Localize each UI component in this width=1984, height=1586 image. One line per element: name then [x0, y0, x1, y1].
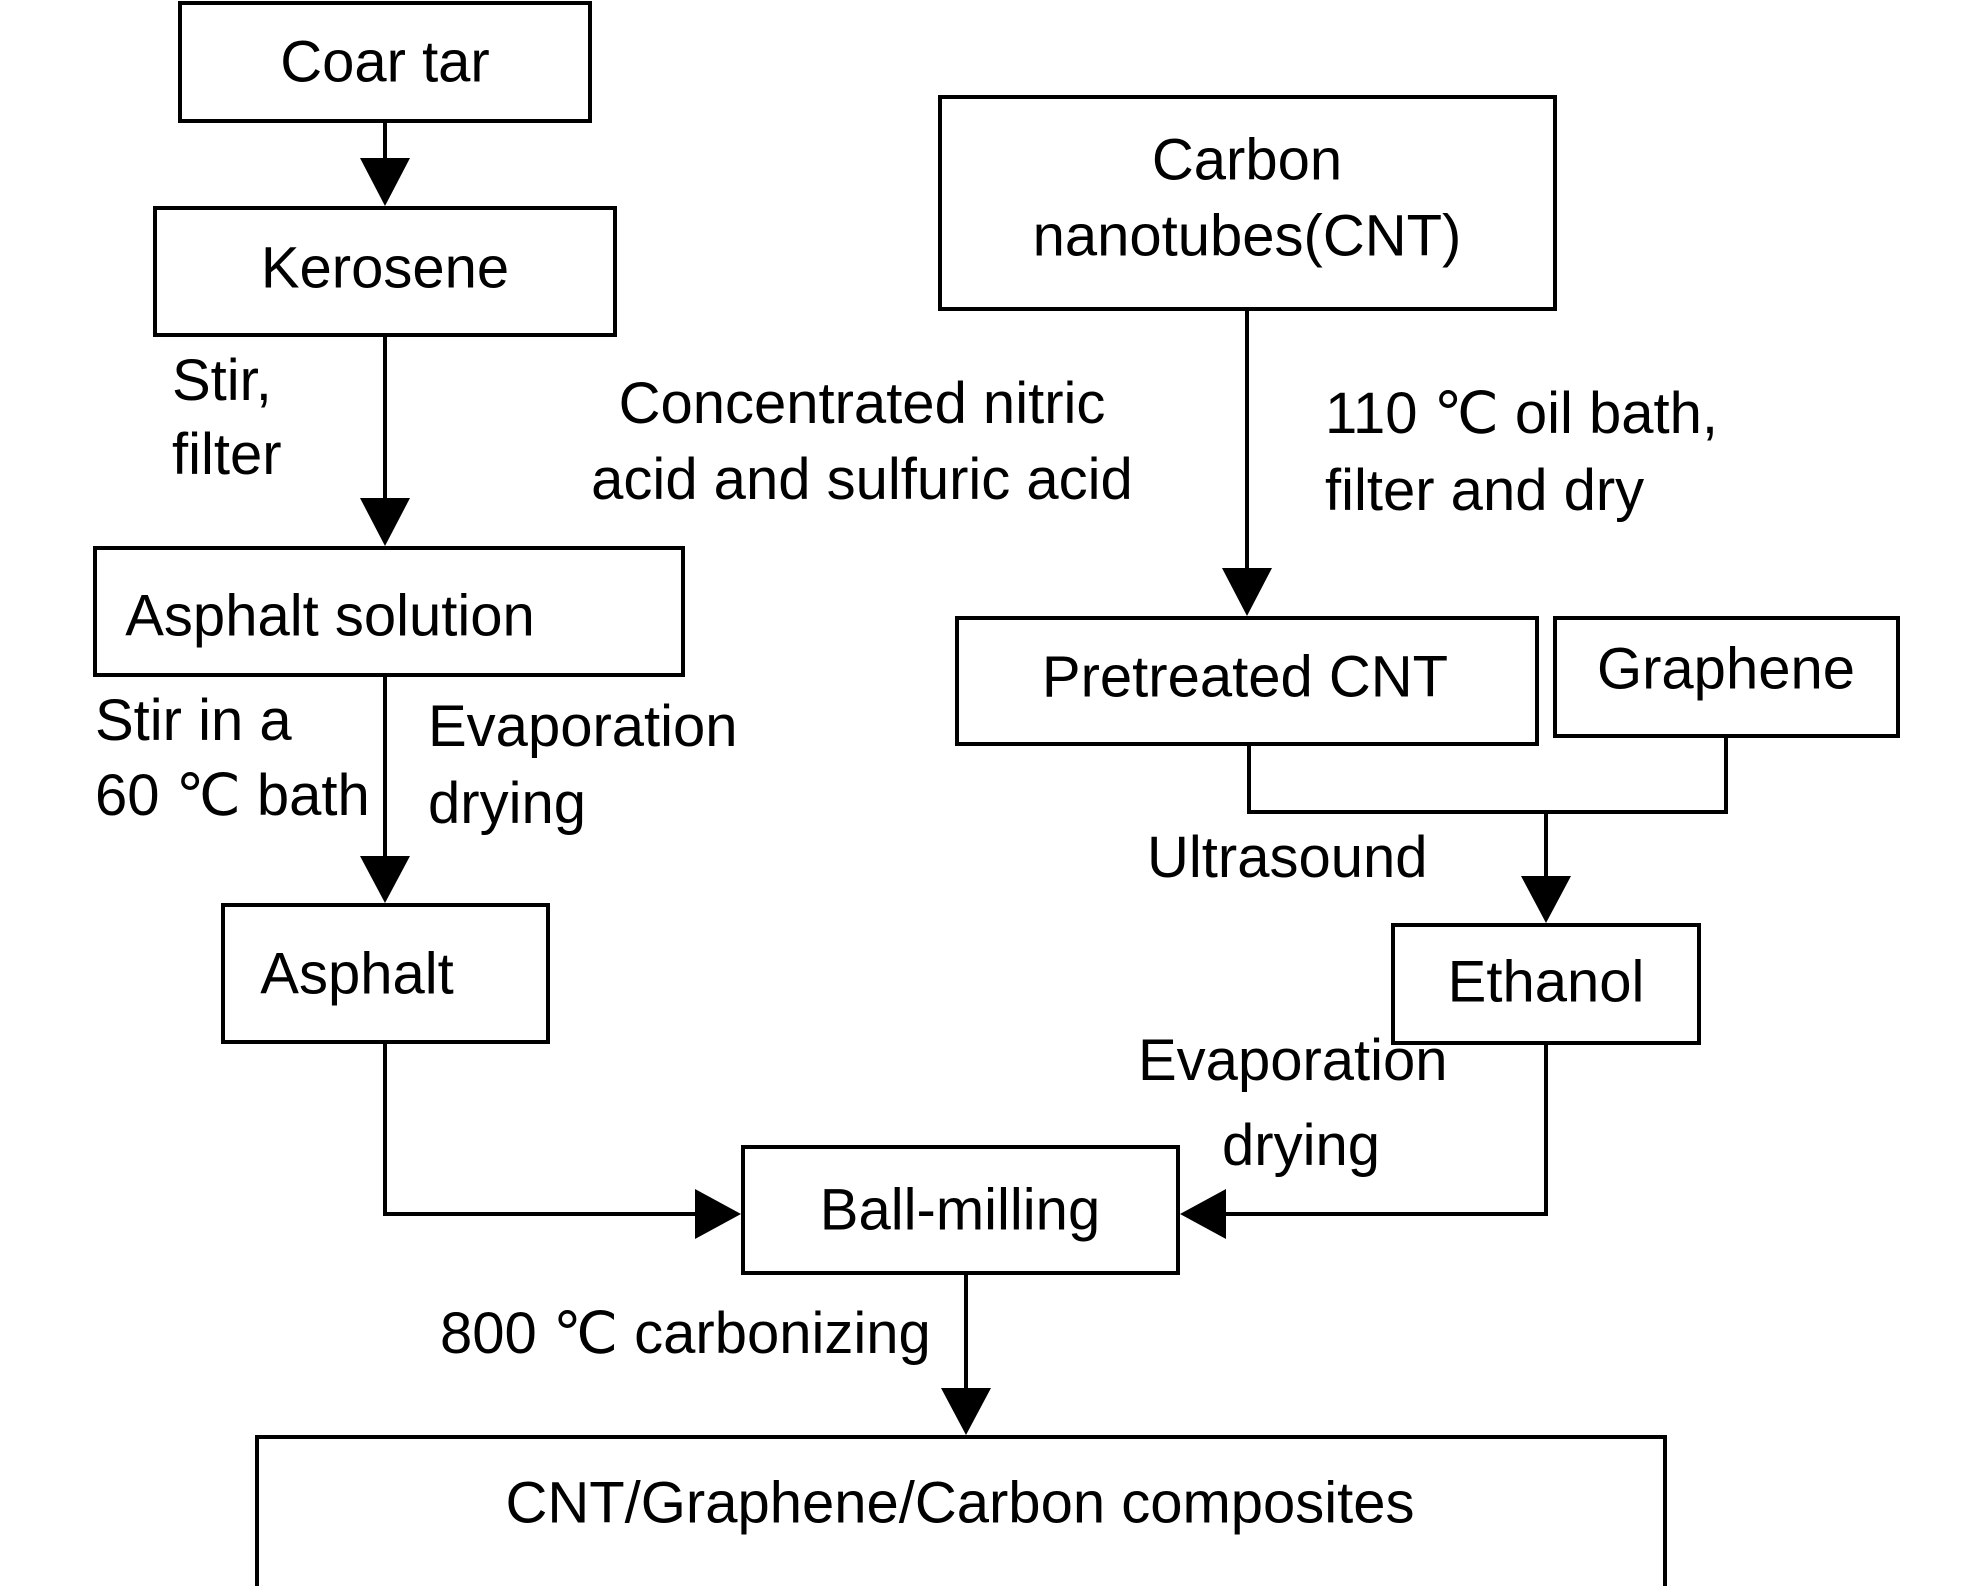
- node-composites: CNT/Graphene/Carbon composites: [255, 1435, 1667, 1586]
- node-ball-milling: Ball-milling: [741, 1145, 1180, 1275]
- label-acid-line1: Concentrated nitric: [619, 371, 1106, 436]
- node-cnt: Carbon nanotubes(CNT): [938, 95, 1557, 311]
- label-stir-bath-line2: 60 ℃ bath: [95, 763, 370, 828]
- node-graphene: Graphene: [1553, 616, 1900, 738]
- node-ethanol-label: Ethanol: [1448, 949, 1645, 1014]
- node-coal-tar: Coar tar: [178, 1, 592, 123]
- edge-asphalt-solution-to-asphalt: [360, 675, 410, 903]
- node-ethanol: Ethanol: [1391, 923, 1701, 1045]
- label-stir-filter: Stir, filter: [172, 348, 282, 487]
- label-stir-bath-line1: Stir in a: [95, 688, 292, 753]
- label-evaporation-left-line1: Evaporation: [428, 694, 738, 759]
- node-cnt-label-line1: Carbon: [1152, 127, 1342, 192]
- edge-kerosene-to-asphalt-solution: [360, 335, 410, 546]
- label-evaporation-left: Evaporation drying: [428, 694, 738, 836]
- label-stir-filter-line2: filter: [172, 422, 282, 487]
- node-asphalt-label: Asphalt: [260, 941, 453, 1006]
- node-kerosene: Kerosene: [153, 206, 617, 337]
- label-evaporation-right-line2: drying: [1222, 1113, 1380, 1178]
- label-oil-bath: 110 ℃ oil bath, filter and dry: [1325, 381, 1718, 523]
- label-ultrasound: Ultrasound: [1147, 825, 1427, 890]
- label-oil-bath-line2: filter and dry: [1325, 458, 1644, 523]
- label-stir-bath: Stir in a 60 ℃ bath: [95, 688, 370, 828]
- edge-asphalt-to-ball-milling: [383, 1042, 741, 1239]
- label-ultrasound-text: Ultrasound: [1147, 825, 1427, 890]
- edge-ball-milling-to-composites: [941, 1273, 991, 1435]
- edge-cnt-to-pretreated-cnt: [1222, 309, 1272, 616]
- label-stir-filter-line1: Stir,: [172, 348, 272, 413]
- label-evaporation-right-line1: Evaporation: [1138, 1028, 1448, 1093]
- node-kerosene-label: Kerosene: [261, 235, 509, 300]
- label-evaporation-right: Evaporation drying: [1138, 1028, 1448, 1178]
- node-graphene-label: Graphene: [1597, 636, 1855, 701]
- node-coal-tar-label: Coar tar: [280, 29, 490, 94]
- edge-ethanol-to-ball-milling: [1180, 1043, 1548, 1239]
- node-asphalt: Asphalt: [221, 903, 550, 1044]
- node-ball-milling-label: Ball-milling: [820, 1177, 1100, 1242]
- node-asphalt-solution-label: Asphalt solution: [125, 583, 534, 648]
- node-asphalt-solution: Asphalt solution: [93, 546, 685, 677]
- edge-coal-tar-to-kerosene: [360, 121, 410, 206]
- node-cnt-label-line2: nanotubes(CNT): [1033, 203, 1462, 268]
- node-pretreated-cnt-label: Pretreated CNT: [1042, 644, 1448, 709]
- label-acid-treatment: Concentrated nitric acid and sulfuric ac…: [591, 371, 1133, 512]
- node-pretreated-cnt: Pretreated CNT: [955, 616, 1539, 746]
- label-carbonizing: 800 ℃ carbonizing: [440, 1301, 931, 1366]
- node-composites-label: CNT/Graphene/Carbon composites: [505, 1470, 1414, 1535]
- label-acid-line2: acid and sulfuric acid: [591, 447, 1133, 512]
- label-oil-bath-line1: 110 ℃ oil bath,: [1325, 381, 1718, 446]
- edge-merge-to-ethanol: [1247, 736, 1728, 923]
- label-evaporation-left-line2: drying: [428, 771, 586, 836]
- label-carbonizing-text: 800 ℃ carbonizing: [440, 1301, 931, 1366]
